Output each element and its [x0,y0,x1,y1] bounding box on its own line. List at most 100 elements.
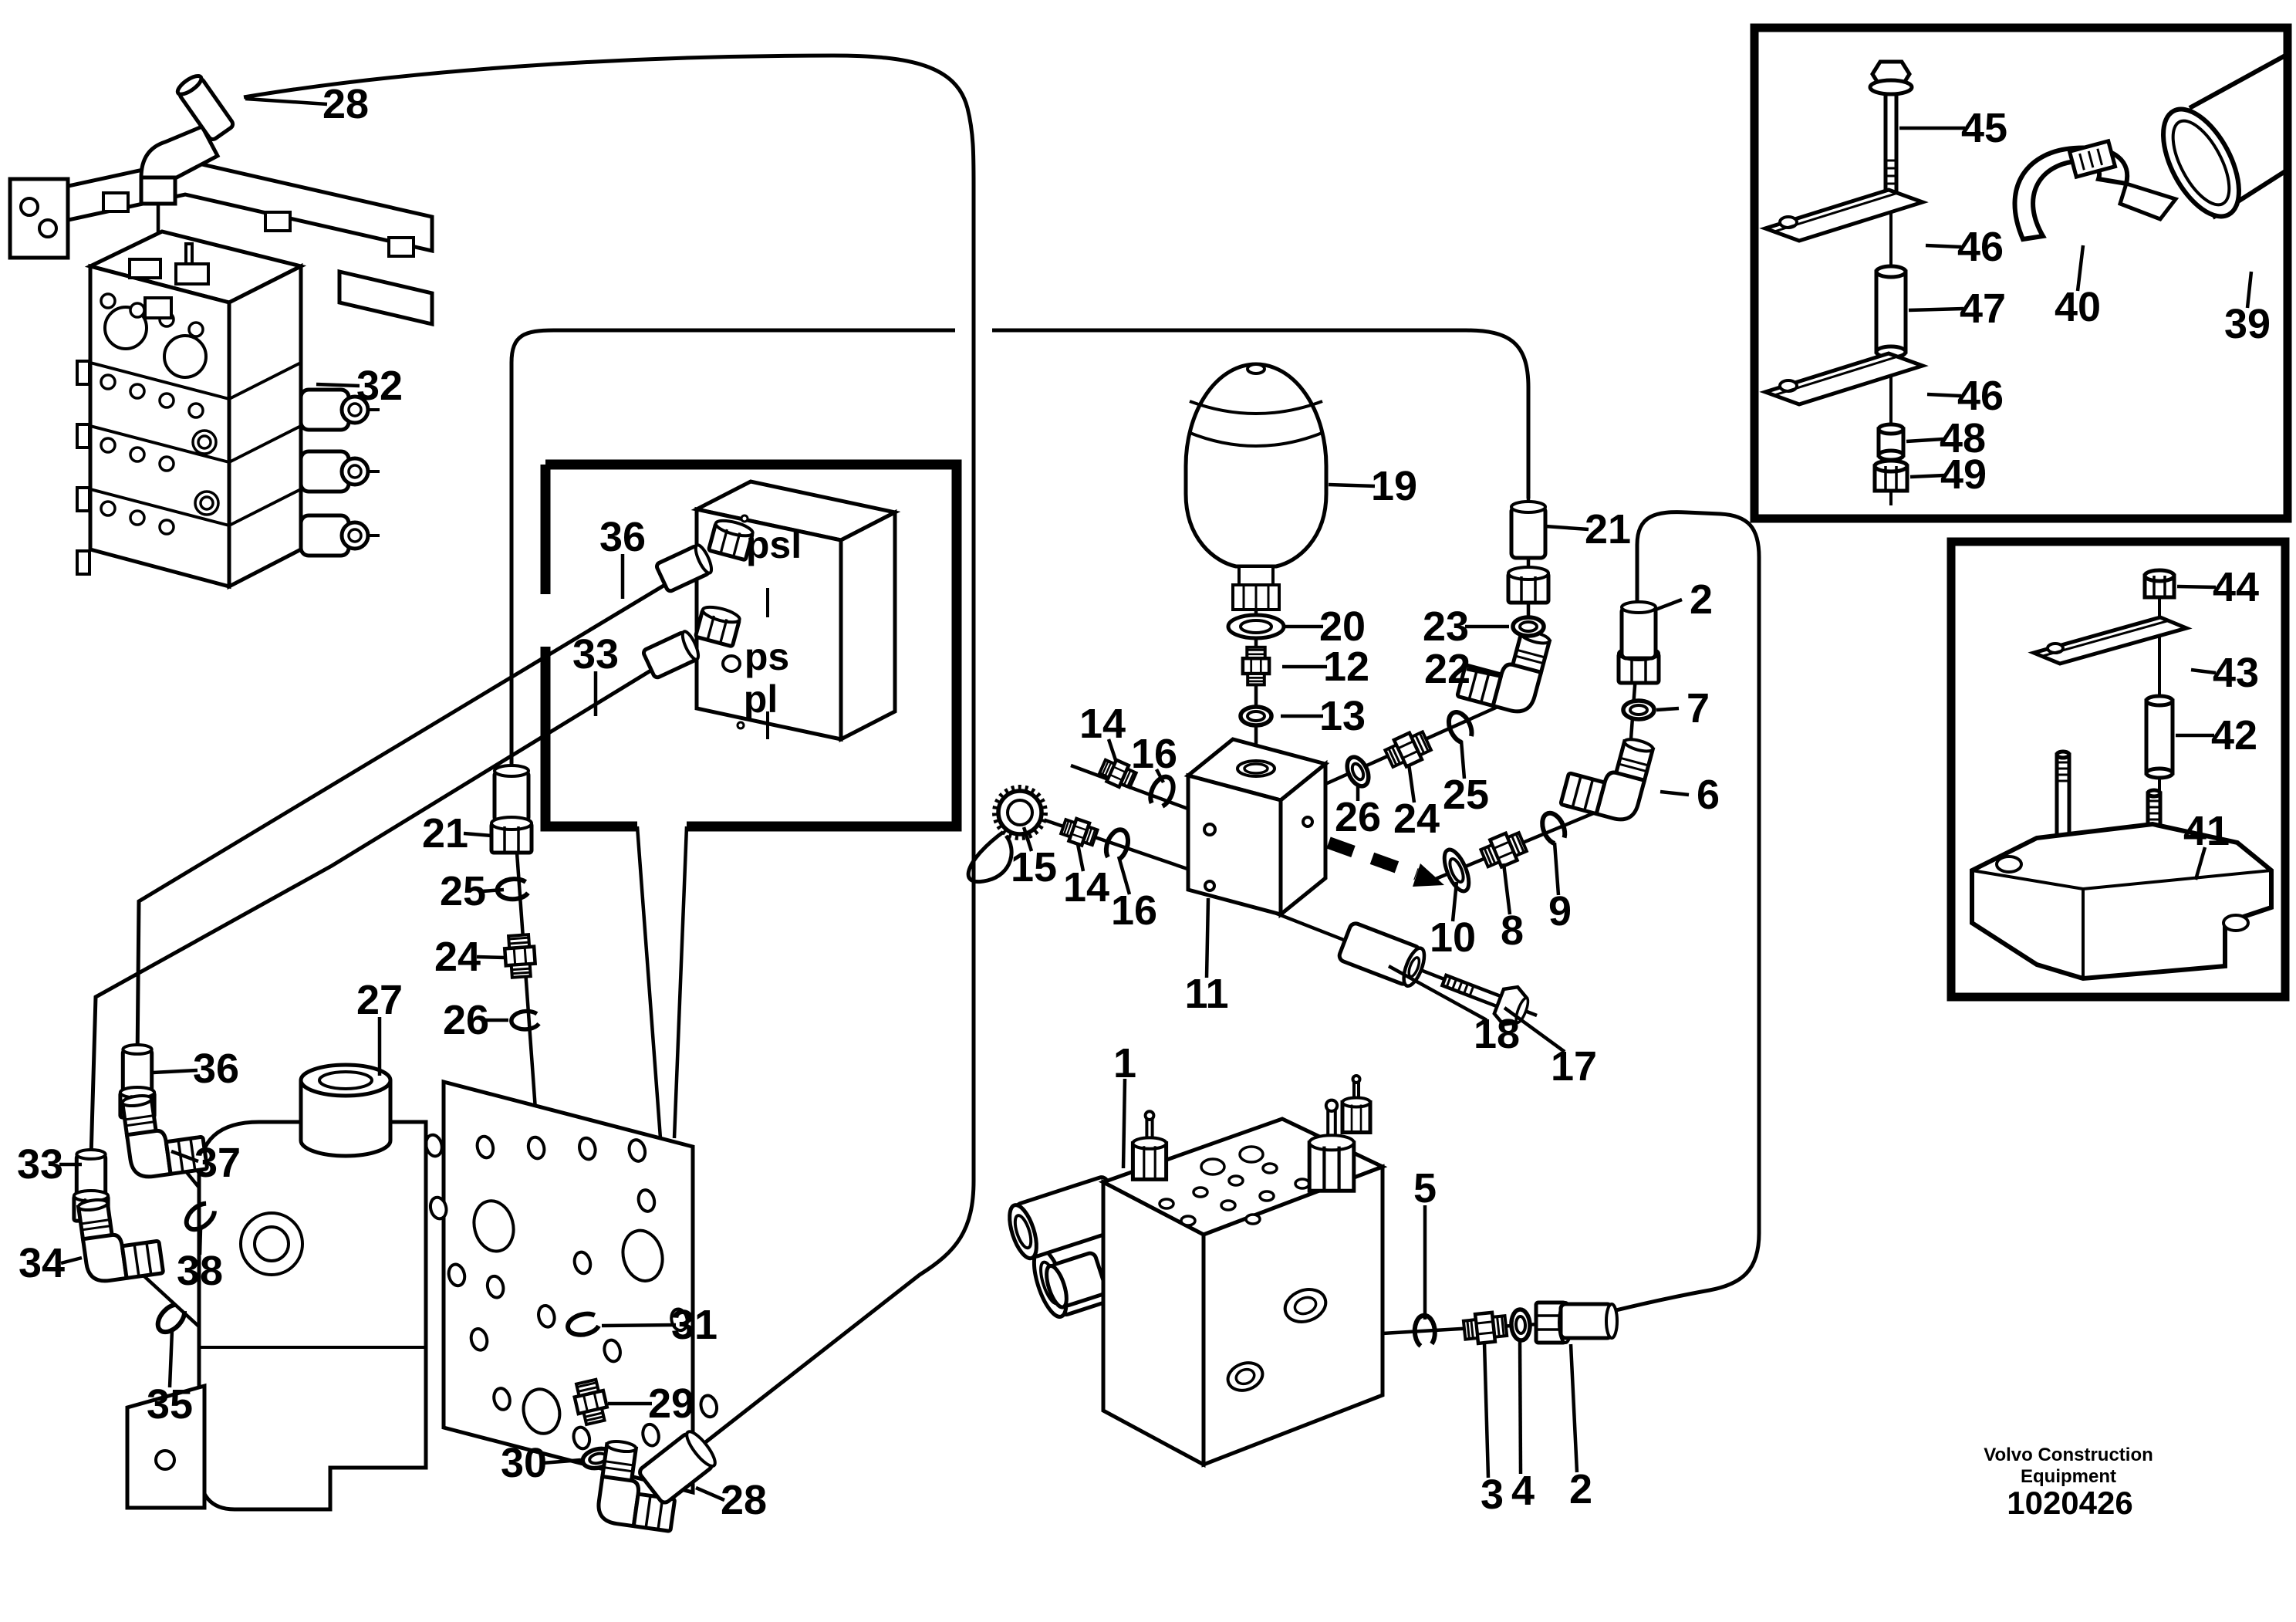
leader-line [1503,1006,1566,1053]
leader-line [2176,584,2217,590]
part-cyl [654,543,714,593]
part-label-46a: 46 [1957,224,2004,270]
leader-line [1116,856,1132,895]
valve-block-11 [1183,737,1330,919]
leader-line [481,887,505,894]
bolt-45 [1868,59,1914,197]
leader-line [463,831,492,838]
part-label-15: 15 [1011,844,1057,890]
part-cyl [1619,600,1658,661]
part-label-10: 10 [1430,914,1476,961]
leader-line [1908,306,1964,313]
hose-28-route [243,53,976,1465]
part-label-49: 49 [1940,451,1987,498]
part-label-48: 48 [1940,415,1986,461]
part-label-22: 22 [1424,646,1470,692]
leader-line [1106,738,1119,763]
part-elbow [120,1094,209,1179]
nut-49 [1872,458,1909,493]
part-nipple [1383,729,1433,769]
part-label-45: 45 [1961,105,2007,151]
part-cyl [120,1043,154,1095]
spacer-42 [2144,694,2175,780]
part-label-2b: 2 [1569,1466,1592,1512]
leader-line [1906,437,1944,444]
part-cyl [1509,500,1548,560]
arrowhead [1413,863,1444,887]
leader-line [198,1228,203,1255]
part-nipple [1059,816,1100,848]
clamp-40 [2012,138,2180,242]
detail-box-mounting [1750,23,2292,523]
block-right-face [227,262,303,590]
part-label-26R: 26 [1335,794,1381,840]
part-label-11: 11 [1184,971,1228,1017]
part-label-29: 29 [648,1380,694,1427]
part-label-24L: 24 [434,934,481,980]
hose-21-route-a [509,328,955,774]
part-label-41: 41 [2183,808,2230,854]
part-label-28a: 28 [322,81,369,127]
part-label-4: 4 [1511,1468,1535,1514]
top-studs [128,242,210,286]
part-label-46b: 46 [1957,373,2004,419]
part-label-18: 18 [1474,1011,1520,1057]
part-cring [1446,710,1474,745]
leader-line [1459,740,1467,779]
leader-line [476,955,506,960]
part-plug [1130,1110,1169,1181]
part-label-28b: 28 [721,1477,767,1523]
hose-2-route [1590,510,1761,1319]
spacer-47 [1874,264,1908,360]
leader-line [167,1330,174,1388]
leader-line [1518,1339,1523,1475]
part-elbow [1558,738,1656,822]
axis-line [635,826,663,1139]
part-label-38: 38 [177,1248,223,1294]
part-cyl [638,1430,717,1505]
part-nut [1506,566,1551,605]
part-nipple [1097,757,1139,790]
part-oring [1509,1307,1532,1343]
part-plug [1340,1074,1373,1134]
leader-line [1660,789,1690,797]
part-label-pl: pl [744,678,778,721]
part-label-6: 6 [1697,772,1720,818]
part-label-42: 42 [2211,712,2257,759]
port-block-right [839,509,897,743]
part-label-36a: 36 [193,1046,239,1092]
part-label-psl: psl [746,523,802,566]
dashed-connection-arrow [1326,836,1444,887]
leader-lines [59,96,2254,1502]
part-label-25L: 25 [440,868,486,914]
leader-line [245,96,328,106]
leader-line [1121,1078,1127,1169]
part-oring [1238,705,1274,728]
leader-line [60,1255,83,1265]
manifold-left-valves [1008,1175,1158,1319]
leader-line [1568,1343,1579,1473]
pump-foot-bracket [125,1383,207,1510]
bracket-41 [1970,821,2274,982]
plate-43 [2028,615,2193,666]
port-fitting-32 [144,296,173,319]
part-label-30: 30 [501,1440,547,1486]
part-label-26L: 26 [443,997,489,1043]
accumulator-neck [1237,565,1275,586]
part-cyl [74,1148,108,1200]
part-washer [1226,613,1286,640]
leader-line [2075,245,2085,292]
plate-46-lower [1759,351,1929,407]
part-nipple [1241,645,1271,687]
leader-line [2190,667,2217,675]
mounting-bracket [13,158,434,254]
part-nut [707,519,755,562]
hose-36-psl [135,572,684,1064]
part-label-43: 43 [2213,650,2259,696]
part-label-17: 17 [1551,1043,1597,1090]
hose-28-elbow-top [139,74,235,206]
tube-39 [2161,53,2287,220]
leader-line [1482,1342,1491,1478]
